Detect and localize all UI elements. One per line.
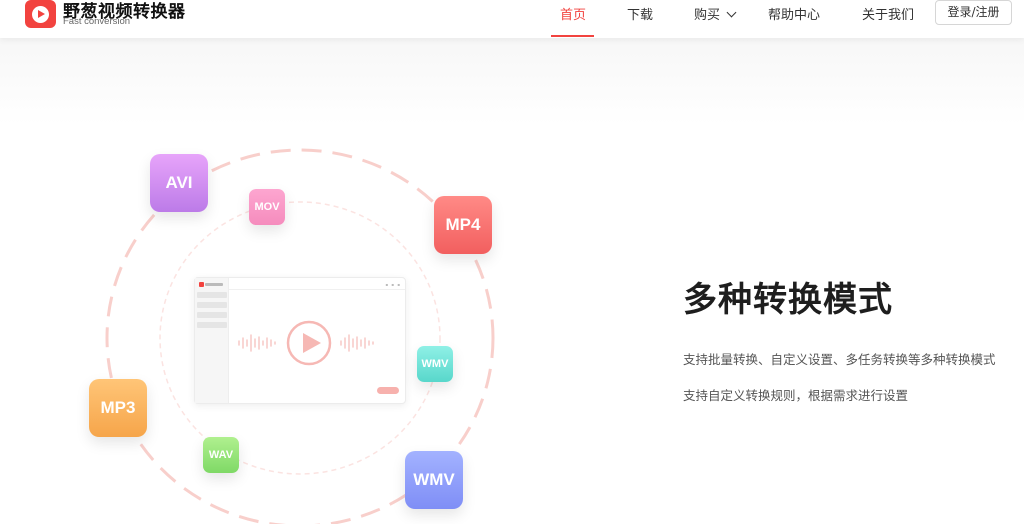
play-button-icon (286, 320, 332, 366)
hero-background (0, 38, 1024, 524)
format-badge-avi: AVI (150, 154, 208, 212)
mockup-menu-item (197, 292, 227, 298)
feature-title: 多种转换模式 (683, 280, 893, 320)
format-badge-wmv-large: WMV (405, 451, 463, 509)
nav-item-help-center[interactable]: 帮助中心 (768, 8, 821, 23)
format-badge-mp4: MP4 (434, 196, 492, 254)
chevron-down-icon (726, 7, 737, 18)
nav-item-buy-label: 购买 (694, 8, 721, 23)
app-logo-icon[interactable] (25, 0, 56, 28)
nav-item-home[interactable]: 首页 (560, 8, 587, 23)
nav-item-about-us[interactable]: 关于我们 (862, 8, 915, 23)
login-register-button[interactable]: 登录/注册 (935, 0, 1012, 25)
format-badge-wav: WAV (203, 437, 239, 473)
mockup-window-controls-icon: ▪ ▪ ▪ (385, 282, 401, 287)
mockup-logo-icon (199, 282, 204, 287)
feature-description-line-1: 支持批量转换、自定义设置、多任务转换等多种转换模式 (683, 352, 996, 367)
waveform-left-icon (238, 334, 276, 352)
nav-active-indicator (551, 35, 594, 37)
format-badge-wmv-small: WMV (417, 346, 453, 382)
nav-item-download[interactable]: 下载 (627, 8, 654, 23)
waveform-right-icon (340, 334, 374, 352)
mockup-player-area (238, 320, 374, 366)
inner-orbit (159, 201, 441, 475)
mockup-menu-item (197, 302, 227, 308)
outer-orbit (105, 148, 495, 524)
nav-item-buy[interactable]: 购买 (694, 4, 737, 23)
mockup-menu-item (197, 322, 227, 328)
mockup-titlebar: ▪ ▪ ▪ (229, 278, 405, 290)
brand-subtitle: Fast conversion (63, 16, 131, 27)
format-badge-mov: MOV (249, 189, 285, 225)
mockup-sidebar (195, 278, 229, 403)
mockup-logo-text (205, 283, 223, 286)
feature-description-line-2: 支持自定义转换规则，根据需求进行设置 (683, 388, 909, 403)
app-window-mockup: ▪ ▪ ▪ (194, 277, 406, 404)
mockup-menu-item (197, 312, 227, 318)
top-navigation-bar: 野葱视频转换器 Fast conversion 首页 下载 购买 帮助中心 关于… (0, 0, 1024, 38)
brand-name[interactable]: 野葱视频转换器 (63, 2, 186, 22)
mockup-convert-button (377, 387, 399, 394)
format-badge-mp3: MP3 (89, 379, 147, 437)
